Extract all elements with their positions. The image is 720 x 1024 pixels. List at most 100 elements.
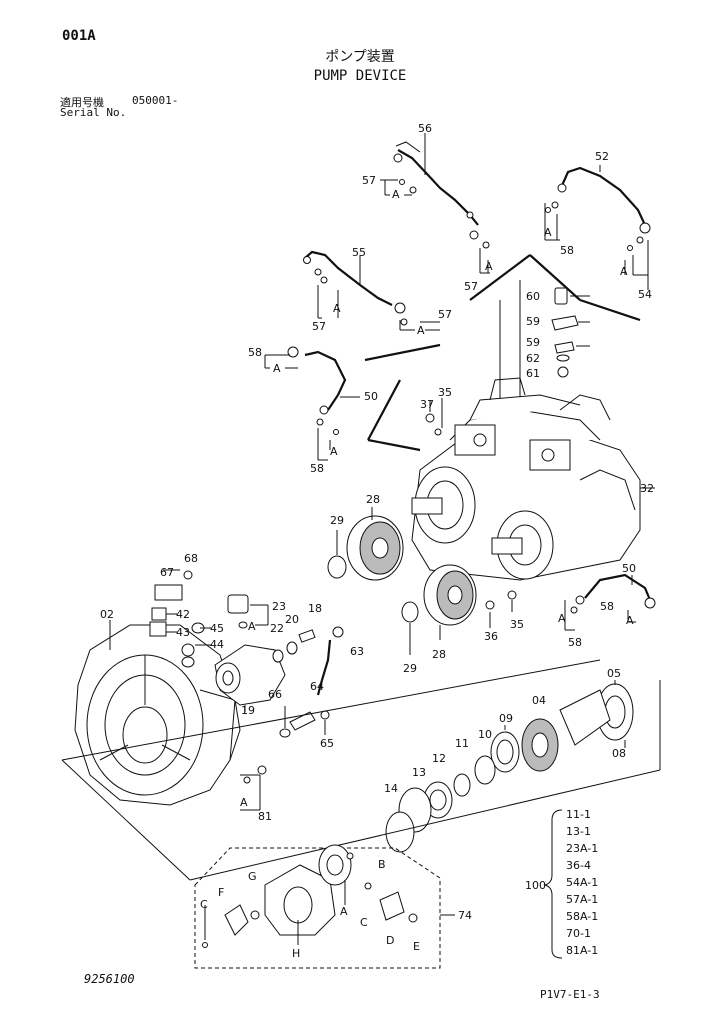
callout-52: 52 [595,150,609,163]
serial-label-japanese: 適用号機 [60,96,104,109]
callout-H: H [292,947,300,960]
drive-shaft-stack [385,680,634,853]
callout-19: 19 [241,704,255,717]
callout-A-12: A [240,796,248,809]
callout-61: 61 [526,367,540,380]
pipe-50-right [485,573,656,631]
callout-20: 20 [285,613,299,626]
callout-29-a: 29 [330,514,344,527]
callout-08: 08 [612,747,626,760]
callout-28-b: 28 [432,648,446,661]
callout-65: 65 [320,737,334,750]
callout-05: 05 [607,667,621,680]
main-pump-32 [411,377,655,581]
callout-A-7: A [273,362,281,375]
callout-56: 56 [418,122,432,135]
callout-68: 68 [184,552,198,565]
callout-A-9: A [558,612,566,625]
callout-A-1: A [392,188,400,201]
callout-F: F [218,886,224,899]
callout-13: 13 [412,766,426,779]
callout-74: 74 [458,909,472,922]
callout-42: 42 [176,608,190,621]
title-english: PUMP DEVICE [313,68,407,84]
callout-A-6: A [417,324,425,337]
callout-62: 62 [526,352,540,365]
pipe-55 [303,250,440,331]
serial-label-english: Serial No. [60,106,127,119]
callout-58-b: 58 [248,346,262,359]
callout-11: 11 [455,737,469,750]
coupling-kit-74 [194,844,455,969]
callout-A-2: A [544,226,552,239]
callout-44: 44 [210,638,224,651]
callout-54A-kit: 54A-1 [566,876,598,889]
callout-60: 60 [526,290,540,303]
callout-66: 66 [268,688,282,701]
sheet-reference: P1V7-E1-3 [540,988,600,1001]
pilot-pump-19 [214,594,344,738]
callout-23: 23 [272,600,286,613]
callout-A-11: A [626,614,634,627]
callout-13-kit: 13-1 [566,825,591,838]
callout-35-b: 35 [510,618,524,631]
callout-28-a: 28 [366,493,380,506]
drawing-number: 9256100 [84,972,135,986]
callout-57-c: 57 [438,308,452,321]
callout-58-a: 58 [560,244,574,257]
flywheel-housing-02 [74,620,241,806]
callout-81: 81 [258,810,272,823]
page-id: 001A [62,28,96,44]
callout-43: 43 [176,626,190,639]
callout-36: 36 [484,630,498,643]
leader-wedges [364,254,641,452]
callout-59-a: 59 [526,315,540,328]
callout-23A-kit: 23A-1 [566,842,598,855]
callout-D: D [386,934,394,947]
callout-58-e: 58 [568,636,582,649]
callout-67: 67 [160,566,174,579]
panel-outline [61,659,661,881]
callout-64: 64 [310,680,324,693]
callout-A-13: A [340,905,348,918]
callout-70-kit: 70-1 [566,927,591,940]
callout-G: G [248,870,257,883]
bracket-parts [551,287,590,378]
callout-29-b: 29 [403,662,417,675]
callout-22: 22 [270,622,284,635]
callout-54: 54 [638,288,652,301]
callout-14: 14 [384,782,398,795]
callout-11-kit: 11-1 [566,808,591,821]
callout-A-5: A [333,302,341,315]
callout-35-a: 35 [438,386,452,399]
callout-81A-kit: 81A-1 [566,944,598,957]
title-japanese: ポンプ装置 [325,49,395,65]
callout-59-b: 59 [526,336,540,349]
callout-B: B [378,858,386,871]
small-fittings-left [149,569,212,668]
callout-A-4: A [620,265,628,278]
callout-A-8: A [330,445,338,458]
callout-57-d: 57 [312,320,326,333]
callout-C-1: C [200,898,208,911]
callout-32: 32 [640,482,654,495]
callout-E: E [413,940,420,953]
callout-04: 04 [532,694,546,707]
pipe-56 [380,133,490,274]
callout-57A-kit: 57A-1 [566,893,598,906]
callout-labels: 56 52 57 A A 58 55 A A 57 54 60 57 A A 5… [100,122,654,960]
callout-50-b: 50 [622,562,636,575]
callout-100: 100 [525,879,546,892]
callout-58-d: 58 [600,600,614,613]
callout-63: 63 [350,645,364,658]
callout-50-a: 50 [364,390,378,403]
callout-A-3: A [485,260,493,273]
kit-100-brace [543,809,563,959]
callout-36-kit: 36-4 [566,859,591,872]
callout-12: 12 [432,752,446,765]
gear-assembly-28-29 [327,507,477,655]
callout-57-b: 57 [464,280,478,293]
callout-58A-kit: 58A-1 [566,910,598,923]
